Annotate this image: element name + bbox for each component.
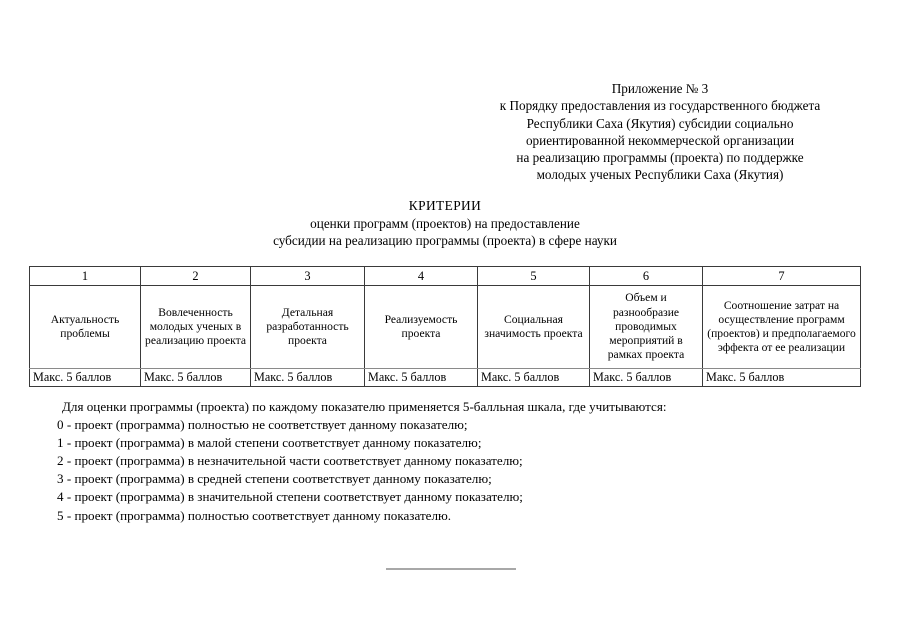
scale-description: Для оценки программы (проекта) по каждом…: [57, 398, 857, 525]
criterion-6: Объем и разнообразие проводимых мероприя…: [589, 285, 703, 369]
score-6: Макс. 5 баллов: [589, 368, 703, 387]
appendix-line-1: Приложение № 3: [611, 81, 709, 96]
column-number-2: 2: [140, 266, 251, 286]
title-subline-1: оценки программ (проектов) на предоставл…: [310, 215, 580, 231]
scale-item-2: 2 - проект (программа) в незначительной …: [57, 453, 523, 469]
criteria-table: 1 2 3 4 5 6 7 Актуальность проблемы Вовл…: [29, 266, 861, 387]
page-title: КРИТЕРИИ: [408, 198, 482, 213]
score-5: Макс. 5 баллов: [477, 368, 590, 387]
appendix-header: Приложение № 3 к Порядку предоставления …: [455, 80, 865, 184]
table-row-numbers: 1 2 3 4 5 6 7: [29, 266, 861, 286]
score-4: Макс. 5 баллов: [364, 368, 478, 387]
column-number-1: 1: [29, 266, 141, 286]
appendix-line-4: ориентированной некоммерческой организац…: [525, 132, 795, 148]
column-number-6: 6: [589, 266, 703, 286]
column-number-5: 5: [477, 266, 590, 286]
scale-item-4: 4 - проект (программа) в значительной ст…: [57, 489, 523, 505]
column-number-4: 4: [364, 266, 478, 286]
scale-item-1: 1 - проект (программа) в малой степени с…: [57, 435, 482, 451]
criterion-3: Детальная разработанность проекта: [250, 285, 365, 369]
scale-item-3: 3 - проект (программа) в средней степени…: [57, 471, 492, 487]
score-1: Макс. 5 баллов: [29, 368, 141, 387]
scale-item-0: 0 - проект (программа) полностью не соот…: [57, 417, 468, 433]
column-number-7: 7: [702, 266, 861, 286]
column-number-3: 3: [250, 266, 365, 286]
appendix-line-5: на реализацию программы (проекта) по под…: [516, 150, 804, 166]
table-row-criteria: Актуальность проблемы Вовлеченность моло…: [29, 285, 861, 369]
table-row-scores: Макс. 5 баллов Макс. 5 баллов Макс. 5 ба…: [29, 368, 861, 387]
title-subline-2: субсидии на реализацию программы (проект…: [273, 233, 617, 248]
appendix-line-6: молодых ученых Республики Саха (Якутия): [536, 167, 784, 183]
appendix-line-2: к Порядку предоставления из государствен…: [499, 98, 821, 114]
criterion-4: Реализуемость проекта: [364, 285, 478, 369]
document-title-block: КРИТЕРИИ оценки программ (проектов) на п…: [0, 197, 890, 250]
criterion-2: Вовлеченность молодых ученых в реализаци…: [140, 285, 251, 369]
scale-intro-text: Для оценки программы (проекта) по каждом…: [62, 399, 667, 414]
scale-item-5: 5 - проект (программа) полностью соответ…: [57, 507, 452, 523]
footer-divider: [386, 568, 516, 570]
criterion-5: Социальная значимость проекта: [477, 285, 590, 369]
criterion-7: Соотношение затрат на осуществление прог…: [702, 285, 861, 369]
score-3: Макс. 5 баллов: [250, 368, 365, 387]
score-7: Макс. 5 баллов: [702, 368, 861, 387]
score-2: Макс. 5 баллов: [140, 368, 251, 387]
criterion-1: Актуальность проблемы: [29, 285, 141, 369]
appendix-line-3: Республики Саха (Якутия) субсидии социал…: [526, 115, 794, 131]
